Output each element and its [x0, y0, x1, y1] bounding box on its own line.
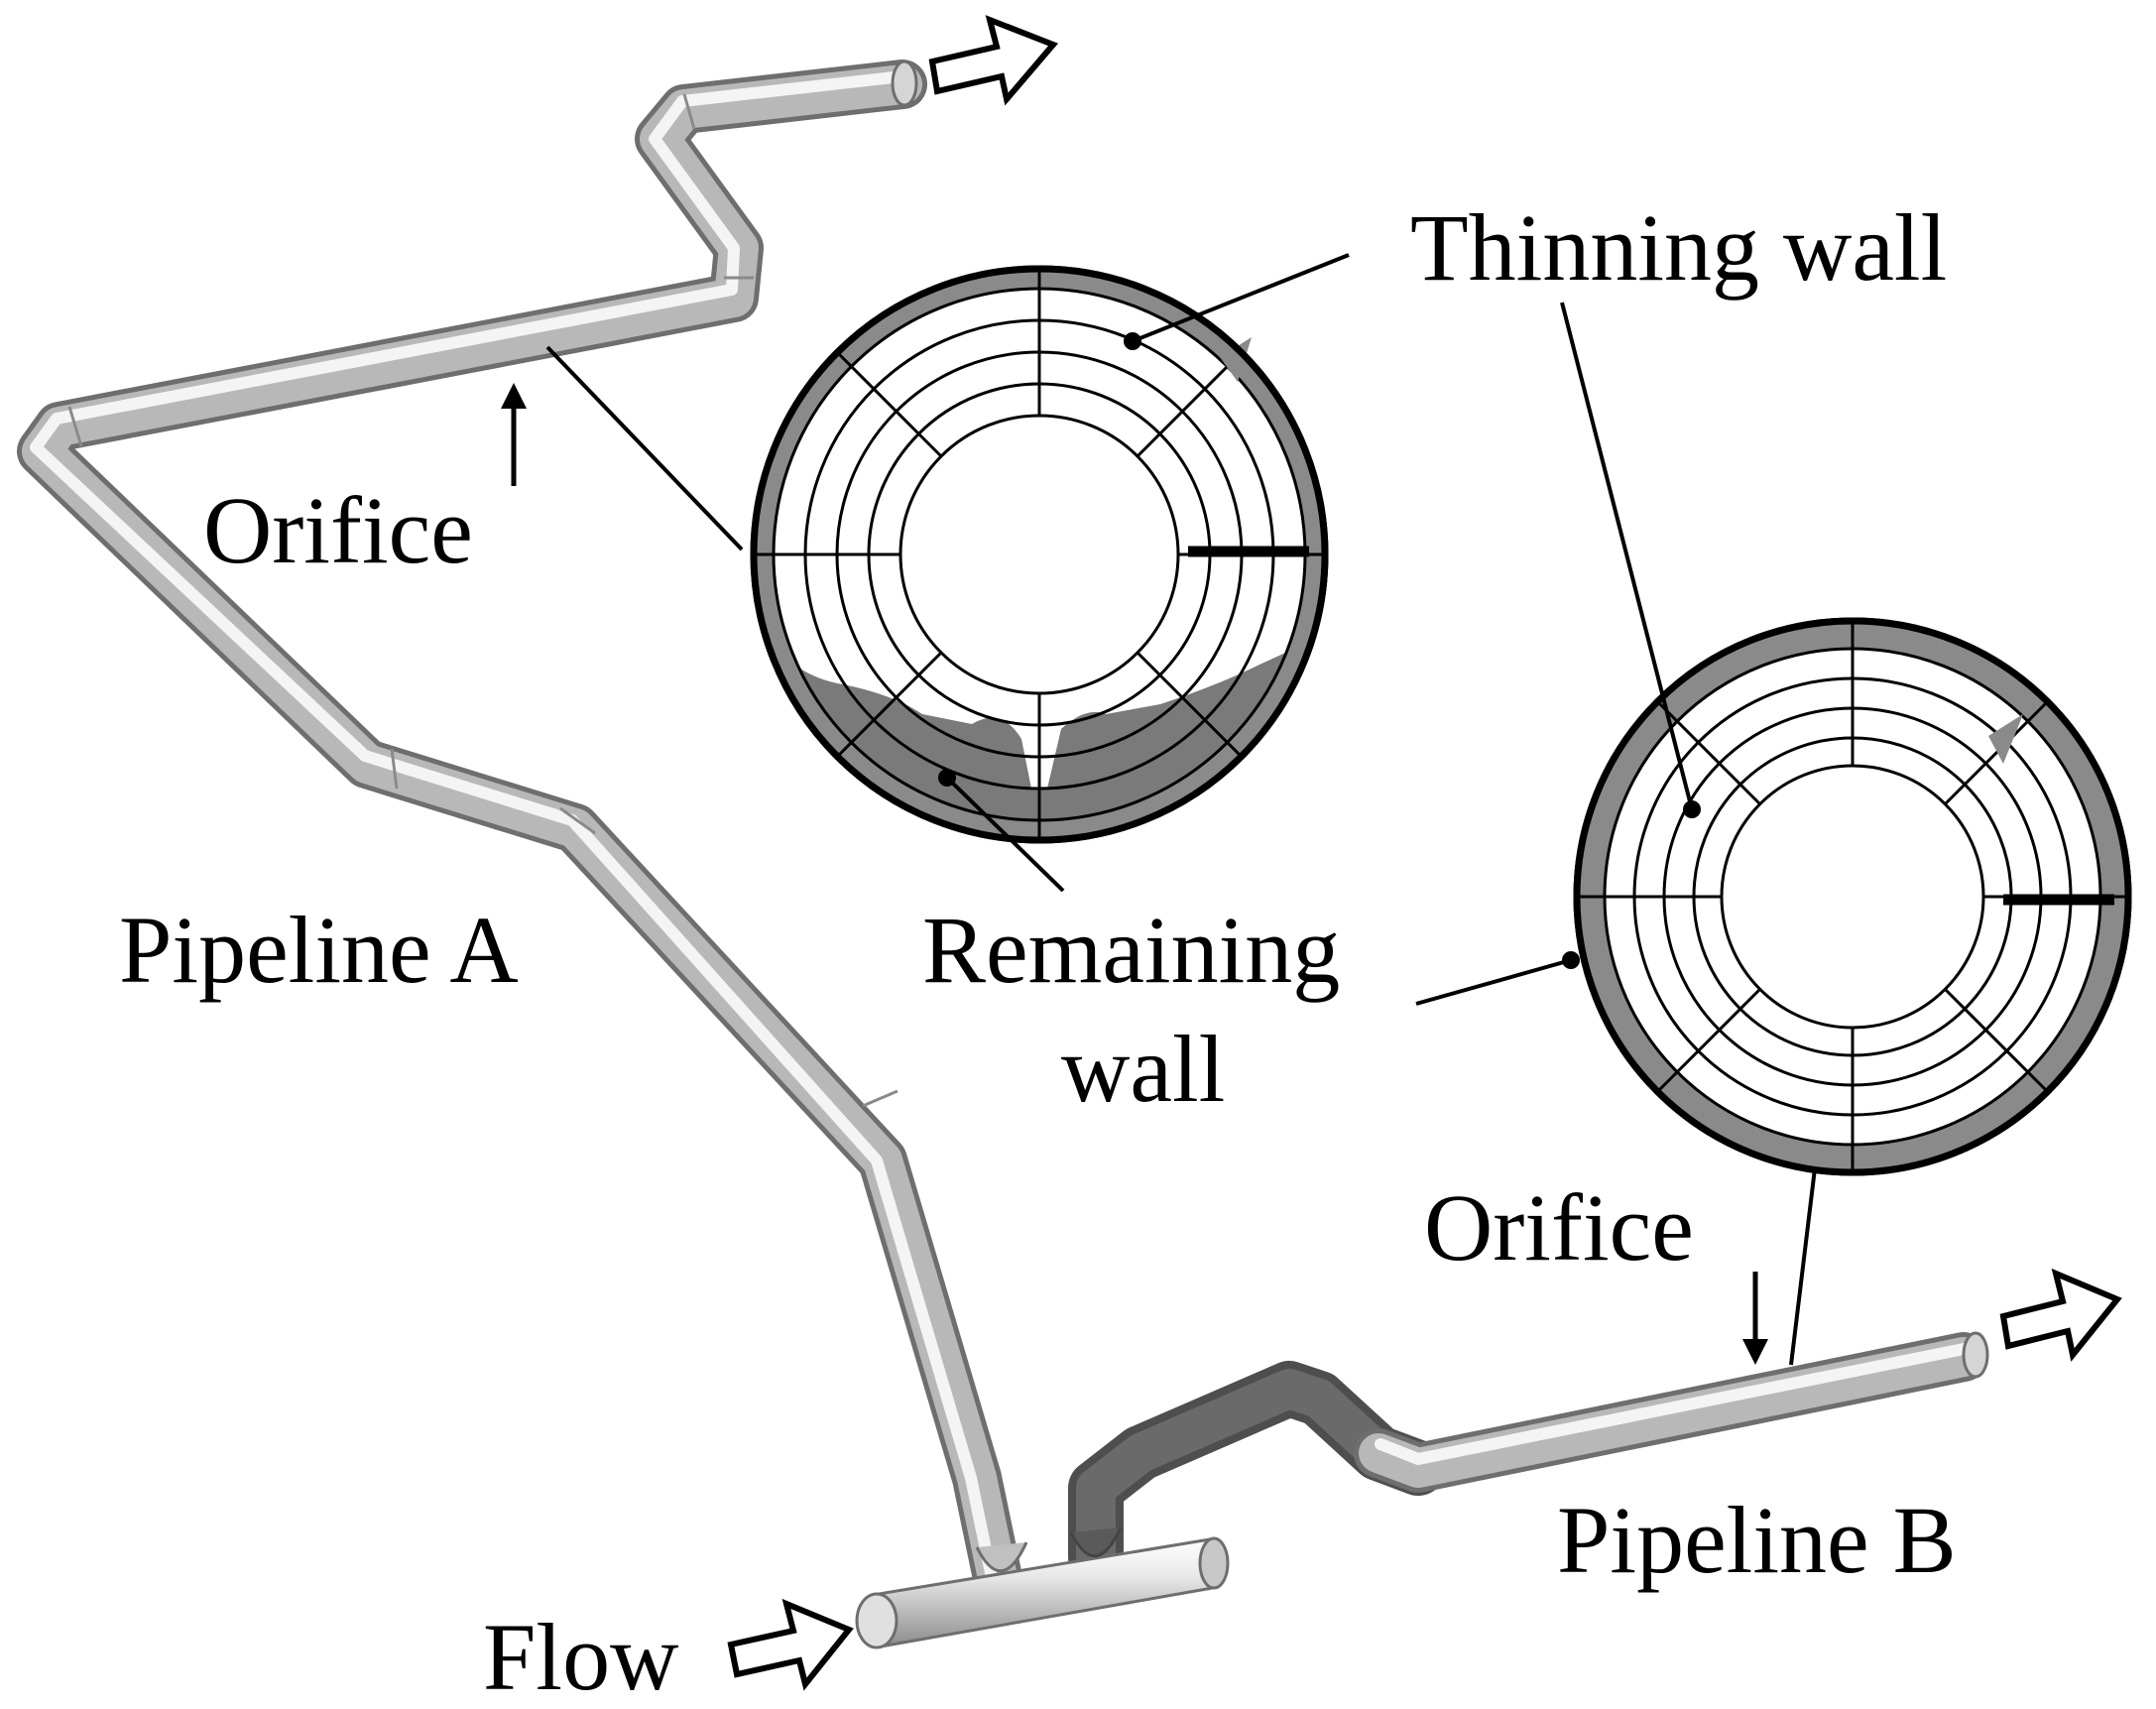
inlet-flow-arrow	[727, 1598, 854, 1691]
pipeline-a-body	[22, 64, 1021, 1617]
cross-section-a-thin-patch	[1220, 337, 1252, 382]
outlet-a-arrow	[928, 15, 1059, 106]
label-pipeline-b: Pipeline B	[1557, 1487, 1957, 1593]
orifice-a-arrow	[501, 383, 527, 486]
outlet-b-arrow	[1999, 1268, 2122, 1362]
label-pipeline-a: Pipeline A	[119, 897, 519, 1003]
leader-thinning-wall-b	[1560, 302, 1694, 810]
leader-dots	[938, 332, 1701, 969]
pipeline-a-outline	[17, 60, 1026, 1622]
tee-a-junction	[975, 1541, 1028, 1573]
pipeline-b-run-body	[1359, 1337, 1983, 1488]
orifice-b-arrow	[1742, 1272, 1768, 1365]
label-remaining-wall-line1: Remaining	[922, 897, 1340, 1003]
leader-remaining-wall-a	[945, 776, 1065, 893]
leader-remaining-wall-b	[1415, 958, 1572, 1006]
tee-b-junction	[1069, 1526, 1123, 1558]
cross-section-b	[1573, 617, 2132, 1176]
leader-orifice-b-to-section	[1789, 1167, 1817, 1366]
header-body	[871, 1537, 1220, 1648]
label-orifice-b: Orifice	[1424, 1174, 1694, 1281]
label-flow: Flow	[483, 1604, 678, 1709]
leader-orifice-a-to-section	[545, 345, 744, 551]
inlet-header	[855, 1526, 1230, 1649]
cross-section-a	[750, 265, 1329, 844]
label-thinning-wall: Thinning wall	[1410, 194, 1947, 301]
pipeline-a-outlet-end	[891, 60, 918, 107]
label-orifice-a: Orifice	[203, 477, 473, 583]
leader-thinning-wall-a	[1132, 253, 1350, 343]
label-remaining-wall-line2: wall	[1061, 1016, 1225, 1122]
pipeline-b	[1068, 1331, 1989, 1585]
pipeline-a-joints	[67, 93, 898, 1108]
header-inlet-end	[855, 1592, 898, 1649]
header-far-end	[1198, 1536, 1230, 1590]
leader-lines	[545, 253, 1817, 1366]
cross-section-b-thin-patch	[1988, 714, 2023, 764]
flow-arrows	[727, 15, 2122, 1691]
cross-section-a-remaining-wall	[754, 554, 1325, 840]
pipeline-a	[17, 60, 1026, 1622]
pipeline-b-run-highlight	[1375, 1343, 1970, 1465]
pipeline-a-highlight	[30, 70, 1002, 1603]
pipeline-b-outlet-end	[1962, 1331, 1989, 1379]
